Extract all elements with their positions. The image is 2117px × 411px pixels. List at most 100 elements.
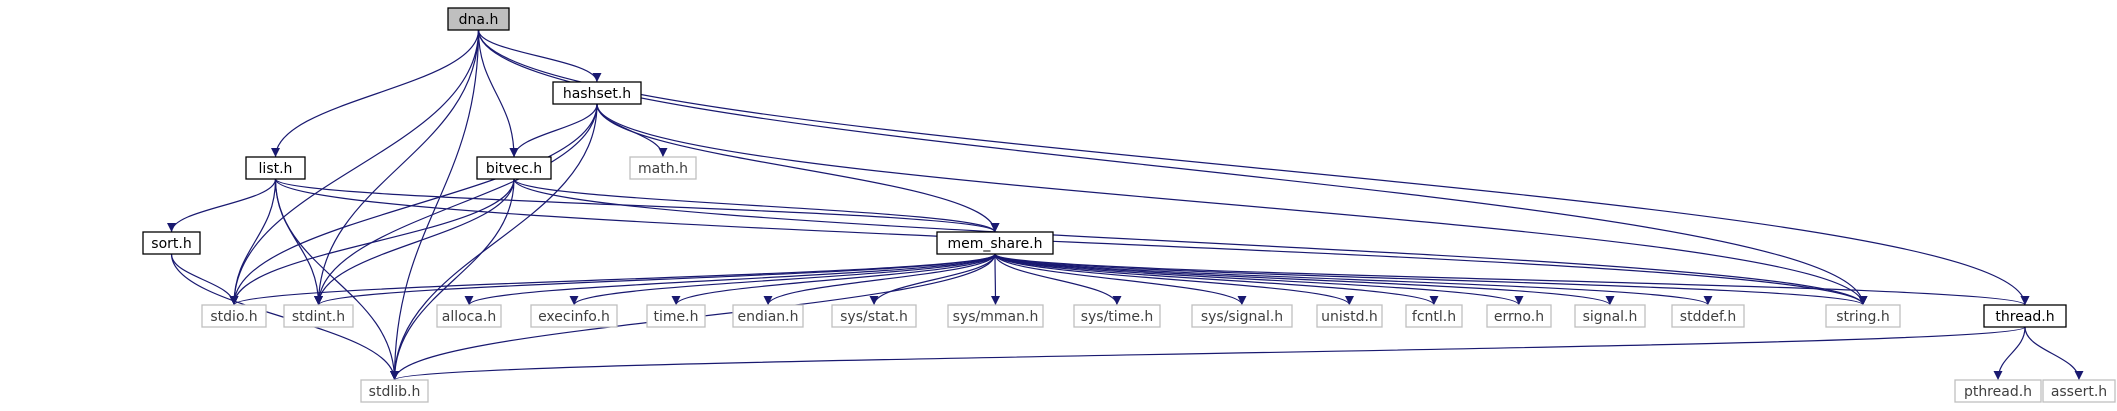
node-assert-label: assert.h [2051, 384, 2107, 400]
node-sys_signal: sys/signal.h [1191, 304, 1293, 328]
edge-sort-to-stdlib [170, 253, 399, 381]
edge-hashset-to-stdint [314, 103, 598, 306]
node-thread[interactable]: thread.h [1983, 304, 2067, 328]
edge-hashset-to-stdlib [390, 103, 598, 381]
node-fcntl: fcntl.h [1405, 304, 1463, 328]
node-hashset[interactable]: hashset.h [552, 81, 642, 105]
node-list-box [245, 156, 306, 180]
edge-list-to-string [274, 178, 1868, 306]
edge-mem_share-to-stdint [314, 253, 996, 306]
edge-mem_share-to-sys_time [994, 253, 1122, 306]
node-dna[interactable]: dna.h [447, 7, 510, 31]
edge-mem_share-to-sys_signal [994, 253, 1247, 306]
edge-dna-to-string [477, 29, 1868, 306]
node-stdio: stdio.h [201, 304, 267, 328]
node-sys_stat-label: sys/stat.h [840, 309, 908, 325]
node-unistd: unistd.h [1316, 304, 1383, 328]
edge-thread-to-assert [2024, 326, 2084, 381]
node-mem_share-label: mem_share.h [947, 236, 1042, 252]
node-stdio-label: stdio.h [210, 309, 257, 325]
node-time-label: time.h [654, 309, 699, 325]
node-assert: assert.h [2042, 379, 2116, 403]
node-sys_time: sys/time.h [1073, 304, 1161, 328]
edge-bitvec-to-stdlib [390, 178, 515, 381]
edge-mem_share-to-execinfo [569, 253, 996, 306]
edge-hashset-to-string [596, 103, 1868, 306]
node-signal-box [1574, 304, 1646, 328]
node-signal: signal.h [1574, 304, 1646, 328]
node-sort[interactable]: sort.h [142, 231, 201, 255]
node-stdio-box [201, 304, 267, 328]
node-stdint-label: stdint.h [292, 309, 345, 325]
node-sort-label: sort.h [151, 236, 191, 252]
node-bitvec-box [476, 156, 552, 180]
node-string: string.h [1825, 304, 1901, 328]
node-sys_mman-box [947, 304, 1044, 328]
node-errno: errno.h [1486, 304, 1552, 328]
node-sys_signal-box [1191, 304, 1293, 328]
node-sys_stat-box [831, 304, 917, 328]
edge-hashset-to-bitvec [509, 103, 598, 158]
node-sys_mman-label: sys/mman.h [953, 309, 1039, 325]
node-math-label: math.h [638, 161, 688, 177]
node-endian-box [732, 304, 804, 328]
node-sys_time-label: sys/time.h [1081, 309, 1154, 325]
edge-mem_share-to-stddef [994, 253, 1713, 306]
edge-mem_share-to-sys_mman [990, 253, 1000, 306]
node-bitvec-label: bitvec.h [486, 161, 542, 177]
node-stddef-label: stddef.h [1680, 309, 1736, 325]
edge-list-to-stdio [229, 178, 277, 306]
edge-dna-to-list [271, 29, 480, 158]
edge-list-to-sort [167, 178, 277, 233]
node-sys_mman: sys/mman.h [947, 304, 1044, 328]
node-unistd-box [1316, 304, 1383, 328]
edge-bitvec-to-stdint [314, 178, 515, 306]
node-thread-label: thread.h [1995, 309, 2054, 325]
nodes-layer: dna.h hashset.h list.h bitvec.h math.h sort.h… [142, 7, 2116, 403]
node-bitvec[interactable]: bitvec.h [476, 156, 552, 180]
node-list[interactable]: list.h [245, 156, 306, 180]
edge-mem_share-to-errno [994, 253, 1524, 306]
edge-mem_share-to-thread [994, 253, 2030, 306]
node-sys_stat: sys/stat.h [831, 304, 917, 328]
node-assert-box [2042, 379, 2116, 403]
edge-dna-to-stdlib [390, 29, 480, 381]
node-sys_time-box [1073, 304, 1161, 328]
edge-mem_share-to-fcntl [994, 253, 1439, 306]
node-stdlib-label: stdlib.h [369, 384, 421, 400]
node-unistd-label: unistd.h [1321, 309, 1378, 325]
edge-hashset-to-mem_share [596, 103, 1000, 233]
edge-thread-to-pthread [1993, 326, 2026, 381]
node-stdint-box [283, 304, 354, 328]
node-pthread: pthread.h [1954, 379, 2042, 403]
node-stddef-box [1671, 304, 1745, 328]
node-fcntl-label: fcntl.h [1412, 309, 1456, 325]
node-pthread-box [1954, 379, 2042, 403]
node-mem_share[interactable]: mem_share.h [936, 231, 1054, 255]
edge-dna-to-thread [477, 29, 2030, 306]
edge-mem_share-to-time [671, 253, 996, 306]
edge-bitvec-to-string [513, 178, 1868, 306]
node-alloca: alloca.h [436, 304, 502, 328]
node-stddef: stddef.h [1671, 304, 1745, 328]
node-time-box [646, 304, 706, 328]
edge-hashset-to-stdio [229, 103, 598, 306]
node-dna-label: dna.h [459, 12, 499, 28]
node-alloca-box [436, 304, 502, 328]
node-execinfo-box [530, 304, 618, 328]
node-math: math.h [629, 156, 697, 180]
edge-bitvec-to-stdio [229, 178, 515, 306]
edge-bitvec-to-mem_share [513, 178, 1000, 233]
edge-mem_share-to-endian [763, 253, 996, 306]
node-alloca-label: alloca.h [442, 309, 497, 325]
node-execinfo: execinfo.h [530, 304, 618, 328]
node-execinfo-label: execinfo.h [538, 309, 610, 325]
node-list-label: list.h [259, 161, 293, 177]
node-thread-box [1983, 304, 2067, 328]
node-math-box [629, 156, 697, 180]
node-string-label: string.h [1836, 309, 1890, 325]
edge-list-to-stdlib [274, 178, 399, 381]
node-hashset-box [552, 81, 642, 105]
edge-mem_share-to-signal [994, 253, 1615, 306]
node-errno-label: errno.h [1494, 309, 1544, 325]
